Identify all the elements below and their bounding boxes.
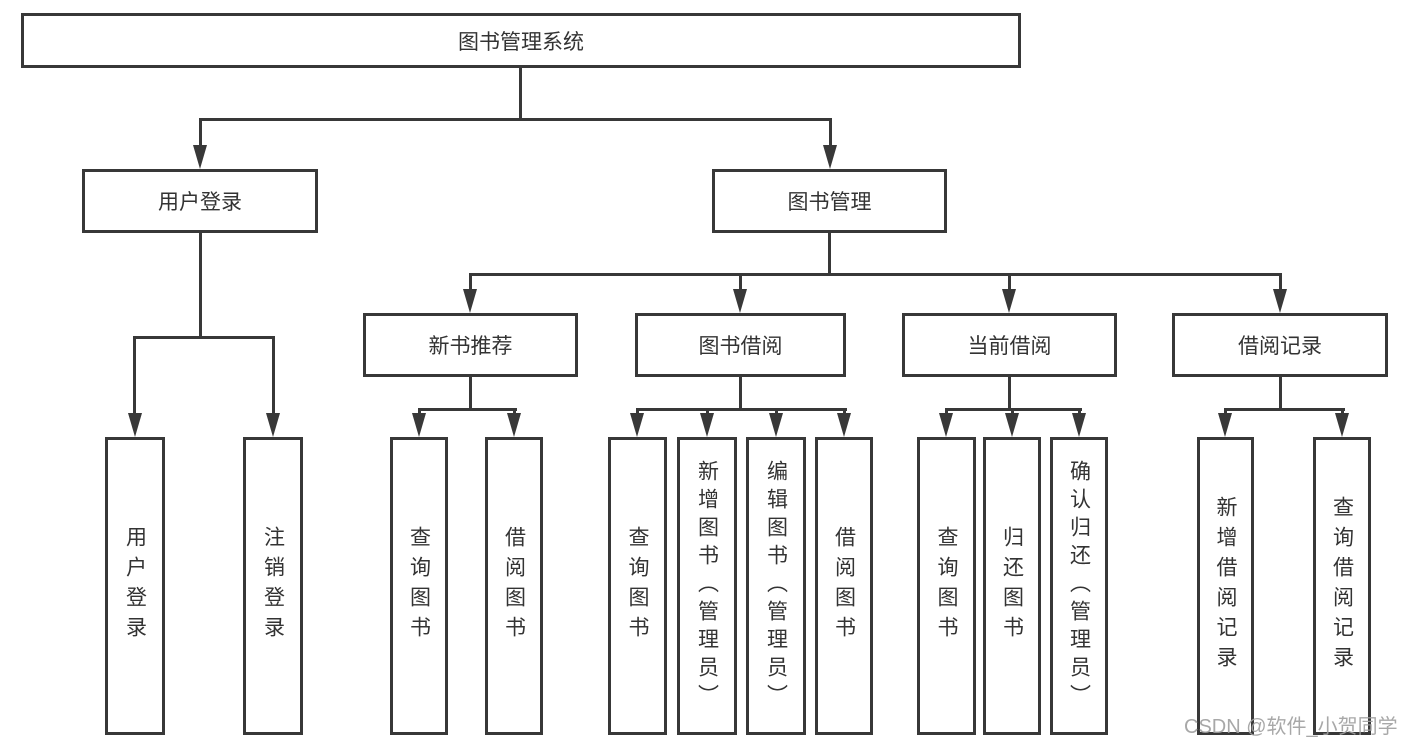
leaf-bb-add-books: 新增图书（管理员） xyxy=(677,437,737,735)
leaf-br-query-record: 查询借阅记录 xyxy=(1313,437,1371,735)
leaf-user-login: 用户登录 xyxy=(105,437,165,735)
node-new-book-recommend: 新书推荐 xyxy=(363,313,578,377)
leaf-cb-query-books-label: 查询图书 xyxy=(935,526,958,646)
leaf-nb-borrow-books-label: 借阅图书 xyxy=(502,526,526,646)
connector-line xyxy=(469,273,1282,276)
leaf-cb-return-books-label: 归还图书 xyxy=(1000,526,1024,646)
leaf-nb-borrow-books: 借阅图书 xyxy=(485,437,543,735)
arrowhead-down-icon xyxy=(769,413,783,437)
connector-line xyxy=(513,408,516,416)
csdn-watermark: CSDN @软件_小贺同学 xyxy=(1184,716,1398,738)
connector-line xyxy=(199,233,202,336)
leaf-cb-confirm-return: 确认归还（管理员） xyxy=(1050,437,1108,735)
leaf-br-add-record: 新增借阅记录 xyxy=(1197,437,1254,735)
leaf-cb-confirm-return-label: 确认归还（管理员） xyxy=(1067,460,1091,712)
connector-line xyxy=(843,408,846,416)
leaf-bb-query-books: 查询图书 xyxy=(608,437,667,735)
connector-line xyxy=(272,336,275,415)
connector-line xyxy=(1279,377,1282,408)
node-book-management-label: 图书管理 xyxy=(787,191,872,214)
arrowhead-down-icon xyxy=(507,413,521,437)
connector-line xyxy=(418,408,421,416)
node-current-borrow: 当前借阅 xyxy=(902,313,1117,377)
leaf-cb-query-books: 查询图书 xyxy=(917,437,976,735)
leaf-bb-add-books-label: 新增图书（管理员） xyxy=(695,460,719,712)
leaf-bb-query-books-label: 查询图书 xyxy=(626,526,649,646)
arrowhead-down-icon xyxy=(939,413,953,437)
connector-line xyxy=(636,408,639,416)
arrowhead-down-icon xyxy=(1335,413,1349,437)
node-book-management: 图书管理 xyxy=(712,169,947,233)
connector-line xyxy=(739,377,742,408)
connector-line xyxy=(519,68,522,118)
arrowhead-down-icon xyxy=(193,145,207,169)
node-current-borrow-label: 当前借阅 xyxy=(967,335,1052,358)
node-root-label: 图书管理系统 xyxy=(458,30,584,54)
node-borrow-records: 借阅记录 xyxy=(1172,313,1388,377)
node-new-book-recommend-label: 新书推荐 xyxy=(428,335,513,358)
connector-line xyxy=(739,273,742,291)
arrowhead-down-icon xyxy=(1005,413,1019,437)
node-borrow-records-label: 借阅记录 xyxy=(1238,335,1322,358)
node-book-borrow-label: 图书借阅 xyxy=(698,335,783,358)
arrowhead-down-icon xyxy=(1218,413,1232,437)
connector-line xyxy=(469,273,472,291)
arrowhead-down-icon xyxy=(733,289,747,313)
connector-line xyxy=(199,118,831,121)
arrowhead-down-icon xyxy=(823,145,837,169)
connector-line xyxy=(1008,377,1011,408)
connector-line xyxy=(775,408,778,416)
arrowhead-down-icon xyxy=(1072,413,1086,437)
arrowhead-down-icon xyxy=(700,413,714,437)
arrowhead-down-icon xyxy=(630,413,644,437)
connector-line xyxy=(133,336,136,415)
connector-line xyxy=(1078,408,1081,416)
connector-line xyxy=(1008,273,1011,291)
connector-line xyxy=(1341,408,1344,416)
leaf-br-add-record-label: 新增借阅记录 xyxy=(1214,496,1237,676)
leaf-bb-borrow-books: 借阅图书 xyxy=(815,437,873,735)
connector-line xyxy=(418,408,517,411)
connector-line xyxy=(469,377,472,408)
arrowhead-down-icon xyxy=(412,413,426,437)
leaf-cb-return-books: 归还图书 xyxy=(983,437,1041,735)
leaf-logout: 注销登录 xyxy=(243,437,303,735)
arrowhead-down-icon xyxy=(1273,289,1287,313)
connector-line xyxy=(1011,408,1014,416)
connector-line xyxy=(828,233,831,273)
node-book-borrow: 图书借阅 xyxy=(635,313,846,377)
connector-line xyxy=(945,408,948,416)
arrowhead-down-icon xyxy=(1002,289,1016,313)
connector-line xyxy=(829,118,832,147)
leaf-bb-borrow-books-label: 借阅图书 xyxy=(832,526,856,646)
arrowhead-down-icon xyxy=(266,413,280,437)
leaf-logout-label: 注销登录 xyxy=(261,526,285,646)
connector-line xyxy=(133,336,275,339)
arrowhead-down-icon xyxy=(837,413,851,437)
node-user-login: 用户登录 xyxy=(82,169,318,233)
leaf-br-query-record-label: 查询借阅记录 xyxy=(1330,496,1354,676)
connector-line xyxy=(636,408,847,411)
node-user-login-label: 用户登录 xyxy=(158,191,242,214)
connector-line xyxy=(1279,273,1282,291)
leaf-bb-edit-books-label: 编辑图书（管理员） xyxy=(764,460,788,712)
connector-line xyxy=(1224,408,1227,416)
node-root: 图书管理系统 xyxy=(21,13,1021,68)
connector-line xyxy=(1224,408,1345,411)
leaf-nb-query-books: 查询图书 xyxy=(390,437,448,735)
leaf-nb-query-books-label: 查询图书 xyxy=(407,526,431,646)
connector-line xyxy=(199,118,202,147)
connector-line xyxy=(706,408,709,416)
leaf-user-login-label: 用户登录 xyxy=(123,526,147,646)
leaf-bb-edit-books: 编辑图书（管理员） xyxy=(746,437,806,735)
arrowhead-down-icon xyxy=(463,289,477,313)
arrowhead-down-icon xyxy=(128,413,142,437)
